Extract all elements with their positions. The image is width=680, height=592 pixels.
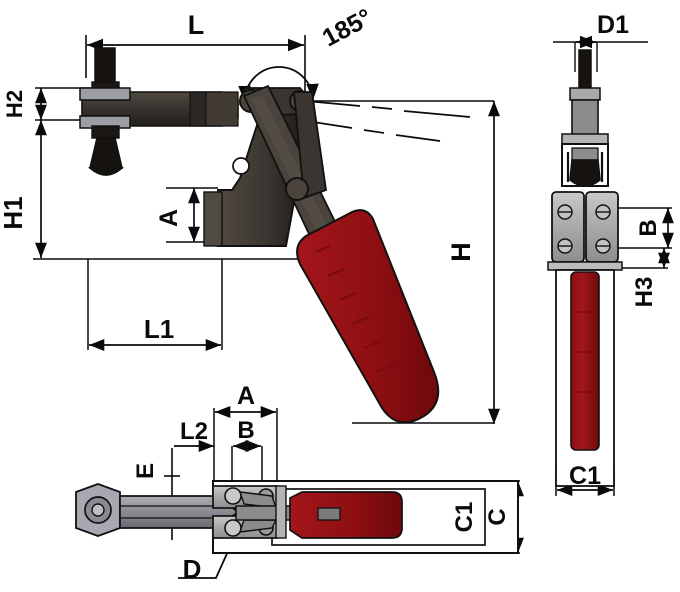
plan-handle-red [289, 491, 403, 539]
plan-view [75, 406, 524, 579]
label-C1-side: C1 [569, 462, 601, 490]
dimension-B-top [231, 440, 263, 486]
label-A-top: A [237, 382, 255, 410]
side-mounting-plates [547, 191, 623, 271]
dimension-labels: L H2 H1 A L1 H 185° D1 B H3 C1 A L2 B E … [0, 3, 662, 584]
plan-spindle-rod [75, 483, 240, 537]
plan-hole-upper-left [224, 487, 242, 505]
dimension-A-top [213, 406, 278, 486]
label-D: D [183, 554, 202, 584]
label-E: E [132, 463, 159, 479]
label-L1: L1 [144, 314, 174, 344]
plate-screws [557, 204, 611, 254]
front-elevation-view [33, 35, 500, 424]
label-H: H [446, 242, 476, 262]
label-C-top: C [484, 508, 511, 525]
pivot-pin-lower [285, 177, 309, 201]
label-H1: H1 [0, 196, 28, 229]
label-H3: H3 [631, 277, 658, 308]
label-B-side: B [635, 219, 662, 236]
plan-hole-lower-left [224, 519, 242, 537]
label-H2: H2 [2, 90, 27, 118]
dimension-D1 [553, 35, 648, 72]
spindle-bolt-assembly [79, 47, 131, 176]
side-elevation-view [547, 35, 674, 496]
label-A-front: A [155, 209, 183, 227]
side-handle-red [555, 269, 615, 487]
handle-grip-red [296, 209, 440, 424]
base-pivot-hole [232, 157, 250, 175]
dimension-H1 [33, 120, 300, 260]
label-D1: D1 [597, 11, 629, 39]
label-L: L [188, 10, 205, 40]
label-L2: L2 [180, 418, 208, 445]
side-spindle-assembly [561, 49, 609, 187]
label-C1-top: C1 [451, 502, 478, 533]
dimension-H [352, 101, 500, 424]
toggle-linkage-lower [285, 91, 327, 201]
dimension-L1 [87, 259, 223, 351]
dimension-L [85, 35, 306, 92]
plan-clamp-head [212, 485, 323, 539]
label-B-top: B [237, 417, 254, 444]
